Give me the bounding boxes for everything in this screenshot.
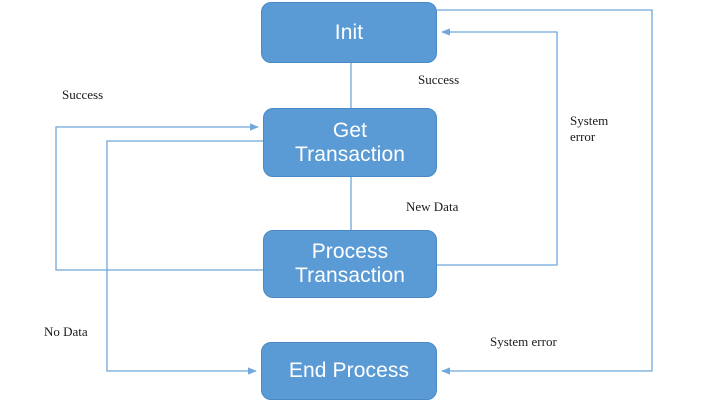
node-process-transaction[interactable]: Process Transaction (263, 230, 437, 298)
node-end-process-label: End Process (288, 359, 410, 383)
node-init-label: Init (334, 20, 364, 44)
edge-label-system-error-right: System error (570, 113, 609, 145)
connector-end-to-init-system-error (437, 9, 653, 375)
edge-label-system-error-bottom: System error (490, 334, 557, 349)
connector-process-to-init-success (437, 28, 558, 266)
node-get-transaction-label: Get Transaction (294, 118, 406, 166)
edge-label-new-data: New Data (406, 199, 459, 214)
edge-label-success-left: Success (62, 87, 104, 102)
edge-label-no-data: No Data (44, 324, 88, 339)
edge-label-success-right: Success (418, 72, 460, 87)
node-process-transaction-label: Process Transaction (294, 240, 406, 287)
node-get-transaction[interactable]: Get Transaction (263, 108, 437, 177)
node-end-process[interactable]: End Process (261, 342, 437, 400)
connector-process-to-get-success (55, 123, 263, 271)
node-init[interactable]: Init (261, 2, 437, 63)
connector-get-to-end-no-data (106, 140, 263, 375)
